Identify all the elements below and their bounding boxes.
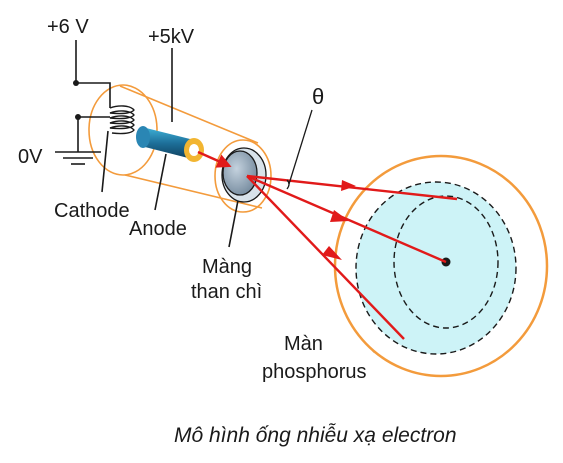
arrowhead-center [330,210,349,222]
label-screen-line1: Màn [284,333,323,355]
electron-beam-incoming [197,150,232,168]
cathode-coil-icon [109,105,135,135]
joint-dot-zero [75,114,81,120]
diffracted-beams [246,174,458,340]
cathode-leader [101,130,109,193]
label-screen-line2: phosphorus [262,361,367,383]
theta-indicator [286,109,313,190]
anode-cylinder [136,126,204,162]
anode-leader [154,153,167,211]
beam-upper [246,174,458,201]
beam-center [246,174,447,264]
diffraction-ring-inner [393,195,499,329]
wire-plus6 [75,40,111,108]
label-0v: 0V [18,146,43,168]
beam-lower [246,175,405,340]
glass-tube [88,84,272,213]
label-plus6v: +6 V [47,16,89,38]
label-theta: θ [312,84,324,109]
label-graphite-line1: Màng [202,256,252,278]
arrowhead-lower [322,246,342,260]
label-plus5kv: +5kV [148,26,195,48]
ground-icon [55,151,101,165]
joint-dot-plus6 [73,80,79,86]
graphite-film [221,147,267,203]
label-anode: Anode [129,218,187,240]
diffraction-ring-outer [355,181,517,355]
label-cathode: Cathode [54,200,130,222]
arrowhead-upper [341,180,356,191]
beam-arrowheads [322,180,356,260]
label-graphite-line2: than chì [191,281,262,303]
figure-caption: Mô hình ống nhiễu xạ electron [174,424,457,447]
